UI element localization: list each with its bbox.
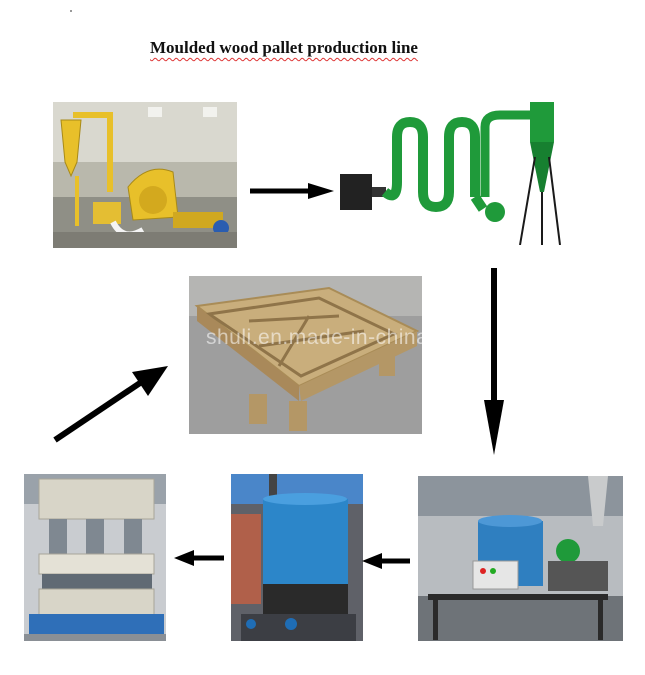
photo-airflow-dryer (335, 97, 565, 245)
arrow-press-to-pallet (53, 366, 168, 443)
photo-moulded-pallet (189, 276, 422, 434)
speck (70, 10, 72, 12)
photo-glue-mixer (418, 476, 623, 641)
diagram-title: Moulded wood pallet production line (150, 38, 418, 57)
arrow-furnace-to-press (174, 550, 224, 566)
arrow-mixer-to-furnace (362, 553, 410, 569)
photo-heating-furnace (231, 474, 363, 641)
arrow-crusher-to-dryer (250, 183, 334, 199)
photo-wood-crusher (53, 102, 237, 248)
arrow-dryer-to-mixer (484, 268, 504, 455)
photo-hydraulic-press (24, 474, 166, 641)
watermark: shuli.en.made-in-china.com (206, 326, 476, 349)
